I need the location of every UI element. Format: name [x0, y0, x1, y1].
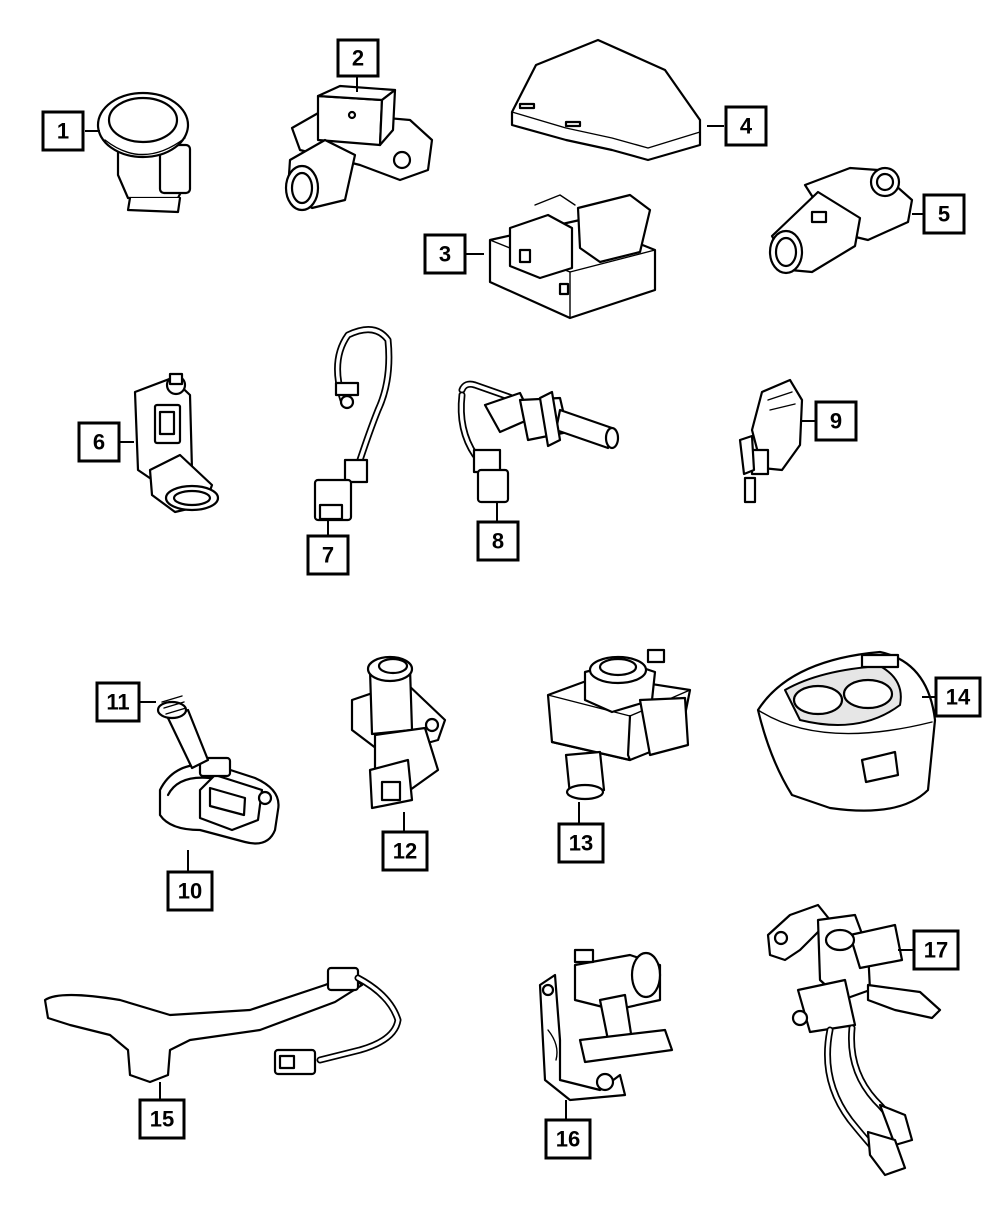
callout-15[interactable]: 15: [138, 1098, 186, 1140]
callout-label: 12: [393, 839, 417, 864]
callout-label: 16: [556, 1127, 580, 1152]
callout-10[interactable]: 10: [166, 870, 214, 912]
camshaft-sensor-icon: [350, 655, 447, 810]
callout-label: 17: [924, 938, 948, 963]
callout-label: 13: [569, 831, 593, 856]
radar-sensor-icon: [756, 650, 937, 812]
map-sensor-icon: [133, 372, 220, 514]
callout-1[interactable]: 1: [41, 110, 85, 152]
valve-stem-icon: [156, 695, 210, 770]
module-cover-icon: [510, 38, 702, 162]
callout-12[interactable]: 12: [381, 830, 429, 872]
callout-label: 3: [439, 242, 451, 267]
knock-sensor-icon: [768, 166, 914, 275]
callout-label: 5: [938, 202, 950, 227]
parking-sensor-icon: [96, 91, 192, 214]
callout-11[interactable]: 11: [95, 681, 141, 723]
switch-sensor-icon: [738, 378, 804, 504]
pressure-sensor-bracket-icon: [538, 948, 674, 1102]
callout-label: 10: [178, 879, 202, 904]
impact-sensor-icon: [284, 84, 434, 212]
level-sensor-icon: [546, 648, 692, 801]
callout-label: 4: [740, 114, 753, 139]
callout-17[interactable]: 17: [912, 929, 960, 971]
callout-2[interactable]: 2: [336, 38, 380, 78]
callout-label: 9: [830, 409, 842, 434]
callout-label: 14: [946, 685, 971, 710]
harness-sensor-bracket-icon: [766, 903, 942, 1177]
callout-3[interactable]: 3: [423, 233, 467, 275]
callout-label: 8: [492, 529, 504, 554]
tpms-sensor-icon: [158, 756, 280, 845]
callout-13[interactable]: 13: [557, 822, 605, 864]
temperature-sensor-icon: [457, 380, 620, 504]
flat-wire-sensor-icon: [43, 966, 402, 1084]
callout-8[interactable]: 8: [476, 520, 520, 562]
callout-5[interactable]: 5: [922, 193, 966, 235]
callout-16[interactable]: 16: [544, 1118, 592, 1160]
callout-label: 6: [93, 430, 105, 455]
callout-9[interactable]: 9: [814, 400, 858, 442]
callout-label: 11: [106, 690, 129, 715]
callout-label: 1: [57, 119, 69, 144]
callout-label: 2: [352, 46, 364, 71]
callout-4[interactable]: 4: [724, 105, 768, 147]
oxygen-sensor-icon: [313, 326, 393, 522]
callout-label: 15: [150, 1107, 174, 1132]
callout-6[interactable]: 6: [77, 421, 121, 463]
callout-14[interactable]: 14: [934, 676, 982, 718]
callout-label: 7: [322, 543, 334, 568]
callout-7[interactable]: 7: [306, 534, 350, 576]
control-module-icon: [488, 193, 657, 320]
